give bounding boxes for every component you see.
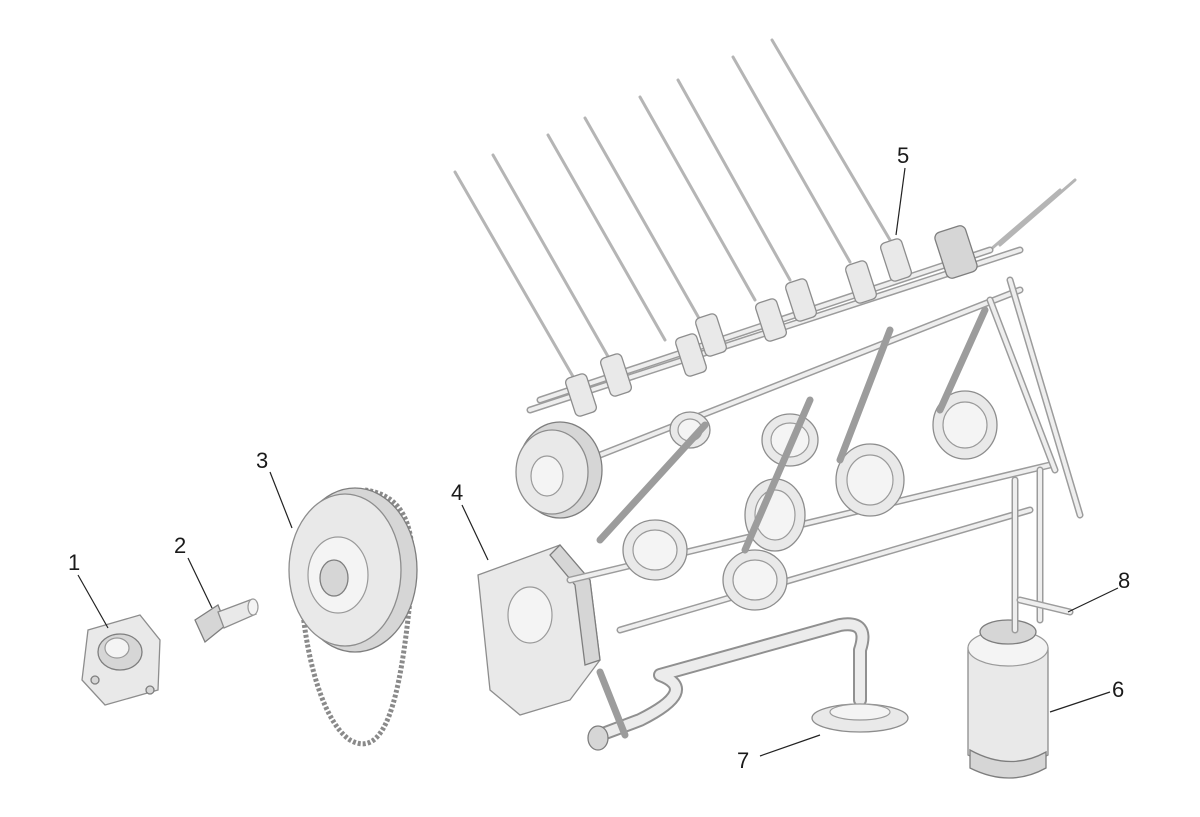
pushrods [453,38,1077,382]
pushrod-9 [998,178,1077,247]
callout-3: 3 [256,448,268,473]
callout-7: 7 [737,748,749,773]
leader-8 [1067,587,1119,613]
leader-4 [461,504,489,561]
pushrod-7 [731,55,852,264]
leader-1 [77,574,109,629]
callout-1: 1 [68,550,80,575]
callout-2: 2 [174,533,186,558]
part-7-oil-pickup [587,617,909,751]
part-2-shaft [194,598,259,644]
part-6-oil-filter [967,466,1049,779]
leader-lines [77,167,1119,757]
pushrod-10 [988,188,1062,252]
leader-2 [187,557,213,609]
part-8-pipe-branch [1016,596,1074,616]
pushrod-2 [491,153,612,362]
leader-7 [759,734,821,757]
part-5-rocker-rail [526,225,1024,417]
callout-6: 6 [1112,677,1124,702]
pushrod-3 [546,133,667,342]
pushrod-6 [676,78,792,282]
pushrod-1 [453,170,577,382]
pushrod-4 [583,116,702,322]
leader-3 [269,471,293,529]
leader-6 [1049,691,1111,713]
leader-5 [895,167,906,236]
crank-assembly [515,246,1084,634]
callout-labels: 1 2 3 4 5 6 7 8 [68,143,1130,773]
pushrod-5 [638,95,757,302]
part-4-front-cover [477,544,601,716]
pushrod-8 [770,38,892,242]
part-1-cover-plate [81,614,161,706]
callout-5: 5 [897,143,909,168]
part-3-sprocket-chain [288,487,418,747]
callout-8: 8 [1118,568,1130,593]
callout-4: 4 [451,480,463,505]
